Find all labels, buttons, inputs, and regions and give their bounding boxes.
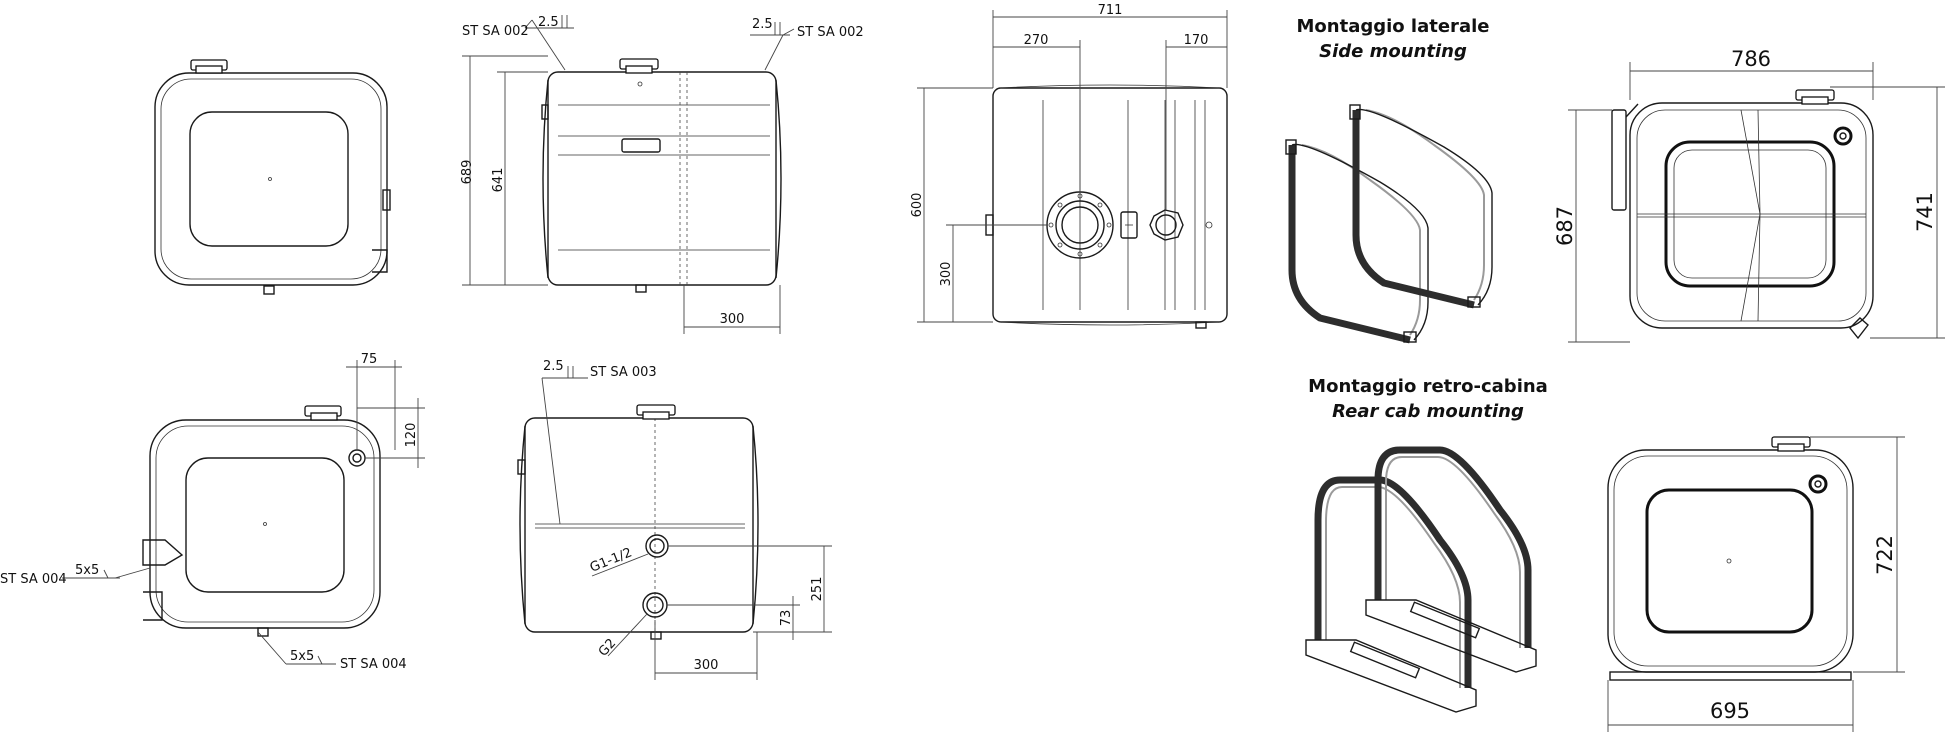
dim-741: 741 [1913, 192, 1937, 232]
port-upper-label: G1-1/2 [588, 545, 634, 575]
weld-code-bottom: ST SA 004 [340, 657, 407, 672]
port-lower-label: G2 [596, 636, 619, 660]
dim-300-top-view: 300 [939, 262, 954, 287]
dim-689: 689 [460, 160, 475, 185]
dim-695: 695 [1710, 699, 1750, 723]
weld-size-top-right: 2.5 [752, 17, 773, 32]
weld-code-top-left: ST SA 002 [462, 24, 529, 39]
rear-cab-title-en: Rear cab mounting [1332, 401, 1524, 422]
weld-size-top-left: 2.5 [538, 15, 559, 30]
side-mounting-title-en: Side mounting [1319, 41, 1467, 62]
weld-code-front-bottom: ST SA 003 [590, 365, 657, 380]
side-mounting-brackets [1285, 104, 1493, 344]
side-mounting-tank [1611, 89, 1874, 340]
side-mounting-section: Montaggio laterale Side mounting [1285, 16, 1945, 344]
dim-300-front-top: 300 [720, 312, 745, 327]
side-mounting-title-it: Montaggio laterale [1297, 16, 1490, 37]
rear-cab-brackets [1305, 446, 1537, 713]
dim-641: 641 [491, 168, 506, 193]
dim-270: 270 [1024, 33, 1049, 48]
dim-600: 600 [910, 193, 925, 218]
dim-300-front-bottom: 300 [694, 658, 719, 673]
dim-120: 120 [404, 423, 419, 448]
top-view: 711 270 170 600 300 [910, 3, 1228, 329]
dim-170: 170 [1184, 33, 1209, 48]
weld-code-top-right: ST SA 002 [797, 25, 864, 40]
front-view-bottom: ST SA 003 2.5 G1-1/2 G2 251 73 300 [517, 359, 832, 680]
dim-73: 73 [779, 610, 794, 627]
rear-cab-tank [1607, 436, 1854, 681]
end-view-top-left [154, 59, 391, 295]
dim-251: 251 [810, 577, 825, 602]
dim-711: 711 [1098, 3, 1123, 18]
front-view-top: 689 641 300 ST SA 002 2.5 ST SA 002 2.5 [460, 15, 864, 334]
weld-code-left: ST SA 004 [0, 572, 67, 587]
weld-size-front-bottom: 2.5 [543, 359, 564, 374]
dim-687: 687 [1553, 206, 1577, 246]
rear-cab-mounting-section: Montaggio retro-cabina Rear cab mounting [1305, 376, 1905, 732]
dim-722: 722 [1873, 535, 1897, 575]
dim-75: 75 [361, 352, 378, 367]
dim-786: 786 [1731, 47, 1771, 71]
rear-cab-title-it: Montaggio retro-cabina [1308, 376, 1548, 397]
weld-size-left: 5x5 [75, 563, 99, 578]
weld-size-bottom: 5x5 [290, 649, 314, 664]
side-view-bottom-left: 75 120 ST SA 004 5x5 ST SA 004 5x5 [0, 352, 425, 672]
